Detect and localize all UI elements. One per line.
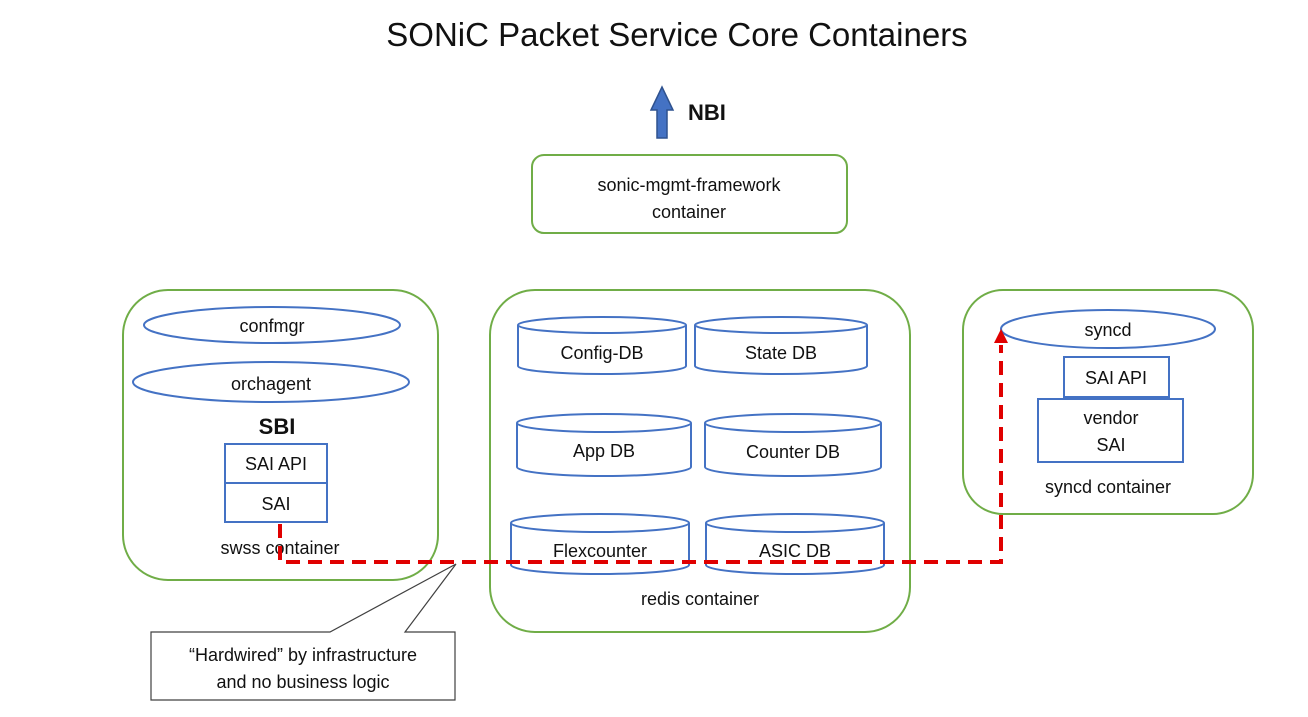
db-counter <box>704 413 882 477</box>
mgmt-framework-name: sonic-mgmt-framework <box>597 175 781 195</box>
syncd-label: syncd <box>1084 320 1131 340</box>
syncd-sai-api-label: SAI API <box>1085 368 1147 388</box>
vendor-sai-line2: SAI <box>1096 435 1125 455</box>
db-config-label: Config-DB <box>560 343 643 363</box>
callout-line1: “Hardwired” by infrastructure <box>189 645 417 665</box>
db-state <box>694 316 868 375</box>
syncd-container <box>962 289 1254 515</box>
sbi-label: SBI <box>259 414 296 439</box>
nbi-label: NBI <box>688 100 726 125</box>
vendor-sai-line1: vendor <box>1083 408 1138 428</box>
confmgr-process <box>143 306 401 344</box>
orchagent-label: orchagent <box>231 374 311 394</box>
confmgr-label: confmgr <box>239 316 304 336</box>
hardwired-path-arrowhead-icon <box>994 329 1008 343</box>
hardwired-callout <box>150 563 457 701</box>
db-state-label: State DB <box>745 343 817 363</box>
syncd-container-label: syncd container <box>1045 477 1171 497</box>
redis-container-label: redis container <box>641 589 759 609</box>
mgmt-framework-suffix: container <box>652 202 726 222</box>
swss-container <box>122 289 439 581</box>
swss-sai-api-label: SAI API <box>245 454 307 474</box>
db-config <box>517 316 687 375</box>
redis-container <box>489 289 911 633</box>
db-counter-label: Counter DB <box>746 442 840 462</box>
orchagent-process <box>132 361 410 403</box>
swss-sai-label: SAI <box>261 494 290 514</box>
db-app-label: App DB <box>573 441 635 461</box>
db-app <box>516 413 692 477</box>
callout-line2: and no business logic <box>216 672 389 692</box>
diagram-title: SONiC Packet Service Core Containers <box>386 16 967 53</box>
nbi-up-arrow-icon <box>649 85 675 139</box>
swss-sai-box <box>224 482 328 523</box>
mgmt-framework-container <box>531 154 848 234</box>
db-flexcounter-label: Flexcounter <box>553 541 647 561</box>
hardwired-path <box>278 345 1003 564</box>
vendor-sai-box <box>1037 398 1184 463</box>
syncd-sai-api-box <box>1063 356 1170 398</box>
db-asic-label: ASIC DB <box>759 541 831 561</box>
